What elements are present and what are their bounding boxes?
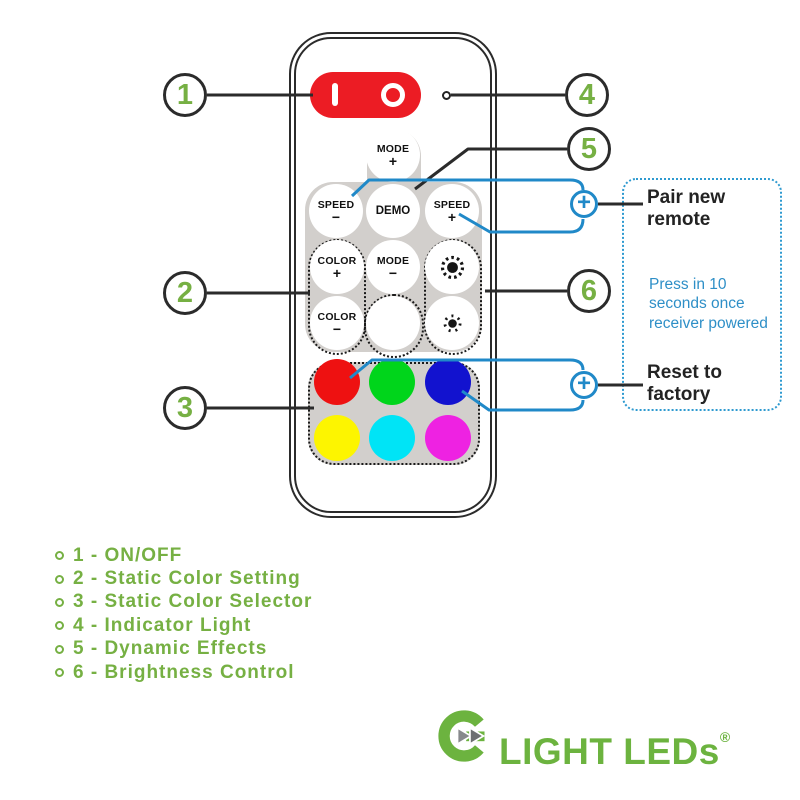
speed-minus-sign: − xyxy=(331,208,341,225)
brightness-up-button[interactable] xyxy=(425,240,479,294)
speed-plus-sign: + xyxy=(447,208,457,225)
brand-name: LIGHT LEDs xyxy=(499,731,720,772)
legend-bullet-icon xyxy=(55,621,64,631)
callout-2: 2 xyxy=(163,271,207,315)
speed-plus-button[interactable]: SPEED + xyxy=(425,184,479,238)
legend-item-static-color-setting: 2 - Static Color Setting xyxy=(55,567,312,590)
mode-minus-sign: − xyxy=(388,264,398,281)
demo-button[interactable]: DEMO xyxy=(366,184,420,238)
pair-new-remote-label: Pair new remote xyxy=(647,187,726,230)
speed-minus-label: SPEED xyxy=(317,198,355,211)
legend-item-on-off: 1 - ON/OFF xyxy=(55,544,312,567)
color-red-button[interactable] xyxy=(314,359,360,405)
mode-plus-button[interactable]: MODE + xyxy=(366,128,420,182)
legend-item-label: 6 - Brightness Control xyxy=(73,661,295,683)
legend-item-label: 4 - Indicator Light xyxy=(73,614,252,636)
legend: 1 - ON/OFF 2 - Static Color Setting 3 - … xyxy=(55,544,312,684)
color-minus-label: COLOR xyxy=(317,310,357,323)
legend-item-label: 2 - Static Color Setting xyxy=(73,568,301,590)
g-fast-forward-icon xyxy=(438,710,486,762)
callout-3-number: 3 xyxy=(176,391,194,424)
brand-logo: LIGHT LEDs® xyxy=(437,709,731,780)
legend-item-dynamic-effects: 5 - Dynamic Effects xyxy=(55,638,312,661)
callout-1: 1 xyxy=(163,73,207,117)
reset-plus-icon: + xyxy=(570,371,598,399)
white-button[interactable] xyxy=(366,296,420,350)
callout-3: 3 xyxy=(163,386,207,430)
indicator-light xyxy=(442,91,451,100)
callout-6: 6 xyxy=(567,269,611,313)
legend-item-static-color-selector: 3 - Static Color Selector xyxy=(55,591,312,614)
callout-4-number: 4 xyxy=(578,78,596,111)
legend-bullet-icon xyxy=(55,668,64,678)
color-plus-sign: + xyxy=(332,264,342,281)
brand-wordmark: LIGHT LEDs® xyxy=(499,709,731,780)
mode-plus-label: MODE xyxy=(376,142,410,155)
speed-minus-button[interactable]: SPEED − xyxy=(309,184,363,238)
callout-4: 4 xyxy=(565,73,609,117)
color-minus-button[interactable]: COLOR − xyxy=(310,296,364,350)
mode-plus-sign: + xyxy=(388,152,398,169)
color-blue-button[interactable] xyxy=(425,359,471,405)
info-box: Pair new remote Press in 10 seconds once… xyxy=(622,178,782,411)
callout-5-number: 5 xyxy=(580,132,598,165)
power-off-icon xyxy=(381,83,405,107)
legend-item-label: 5 - Dynamic Effects xyxy=(73,638,268,660)
speed-plus-label: SPEED xyxy=(433,198,471,211)
color-green-button[interactable] xyxy=(369,359,415,405)
reset-to-factory-label: Reset to factory xyxy=(647,362,722,405)
callout-6-number: 6 xyxy=(580,274,598,307)
legend-bullet-icon xyxy=(55,551,64,561)
reset-plus-glyph: + xyxy=(576,370,591,397)
mode-minus-label: MODE xyxy=(376,254,410,267)
callout-2-number: 2 xyxy=(176,276,194,309)
pair-plus-icon: + xyxy=(570,190,598,218)
pair-note-text: Press in 10 seconds once receiver powere… xyxy=(649,276,768,332)
legend-bullet-icon xyxy=(55,597,64,607)
color-minus-sign: − xyxy=(332,320,342,337)
legend-bullet-icon xyxy=(55,574,64,584)
power-on-icon xyxy=(332,83,338,106)
remote-body-inner-outline xyxy=(294,37,492,513)
color-plus-label: COLOR xyxy=(317,254,357,267)
legend-bullet-icon xyxy=(55,644,64,654)
color-yellow-button[interactable] xyxy=(314,415,360,461)
white-key-outline xyxy=(364,294,424,358)
sun-large-icon xyxy=(440,255,464,279)
legend-item-indicator-light: 4 - Indicator Light xyxy=(55,614,312,637)
legend-item-label: 1 - ON/OFF xyxy=(73,544,183,566)
mode-minus-button[interactable]: MODE − xyxy=(366,240,420,294)
color-plus-button[interactable]: COLOR + xyxy=(310,240,364,294)
registered-mark: ® xyxy=(719,729,731,745)
color-magenta-button[interactable] xyxy=(425,415,471,461)
color-cyan-button[interactable] xyxy=(369,415,415,461)
sun-small-icon xyxy=(443,314,461,332)
callout-1-number: 1 xyxy=(176,78,194,111)
brightness-down-button[interactable] xyxy=(425,296,479,350)
demo-label: DEMO xyxy=(375,205,411,217)
pair-plus-glyph: + xyxy=(576,189,591,216)
callout-5: 5 xyxy=(567,127,611,171)
power-button[interactable] xyxy=(310,72,421,118)
legend-item-brightness-control: 6 - Brightness Control xyxy=(55,661,312,684)
legend-item-label: 3 - Static Color Selector xyxy=(73,591,313,613)
